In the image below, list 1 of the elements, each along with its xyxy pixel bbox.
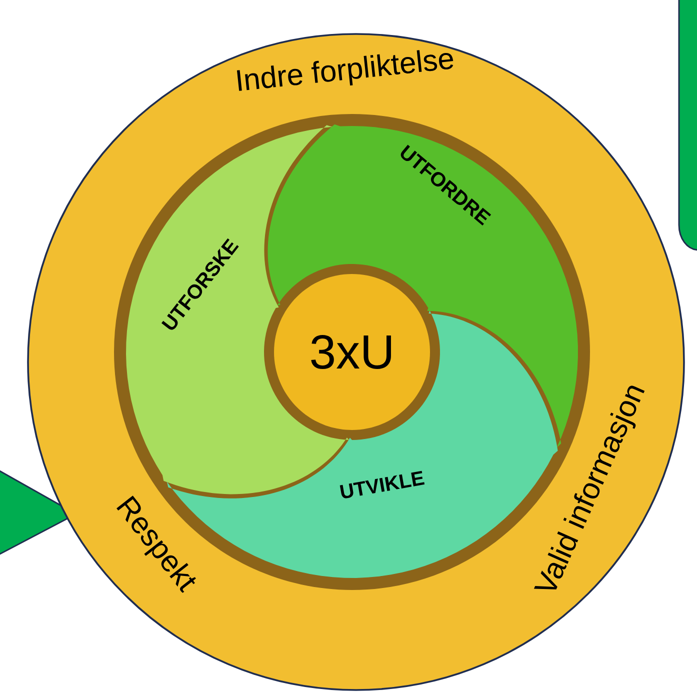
ring-label: Indre forpliktelse — [236, 50, 454, 91]
